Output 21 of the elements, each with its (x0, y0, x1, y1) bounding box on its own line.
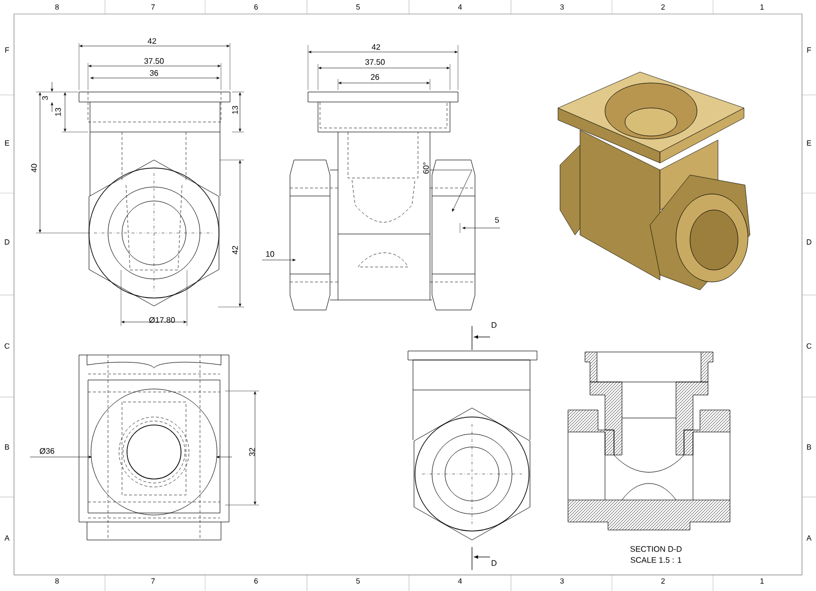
dimension-text: 32 (249, 448, 255, 456)
dimension-text: 42 (148, 38, 156, 44)
section-letter: D (492, 322, 496, 328)
dimension-text: 10 (266, 251, 274, 257)
dimension-text: 40 (31, 164, 37, 172)
dimension-text: 42 (372, 44, 380, 50)
view-caption: SCALE 1.5 : 1 (630, 557, 682, 563)
dimension-text: Ø17.80 (149, 317, 175, 323)
dimension-text: 36 (150, 70, 158, 76)
dimension-text: 37.50 (144, 58, 164, 64)
view-caption: SECTION D-D (630, 546, 682, 552)
dimension-text: 26 (370, 74, 380, 80)
dimension-text: 5 (495, 217, 499, 223)
dimension-text: 3 (42, 96, 48, 100)
dimension-text: Ø36 (40, 448, 54, 454)
dimension-text: 60° (423, 162, 429, 174)
dimension-text: 42 (232, 246, 238, 254)
section-letter: D (492, 560, 496, 566)
dimension-text: 13 (55, 108, 61, 116)
dimension-text: 37.50 (365, 59, 385, 65)
dimension-text: 13 (232, 106, 238, 114)
